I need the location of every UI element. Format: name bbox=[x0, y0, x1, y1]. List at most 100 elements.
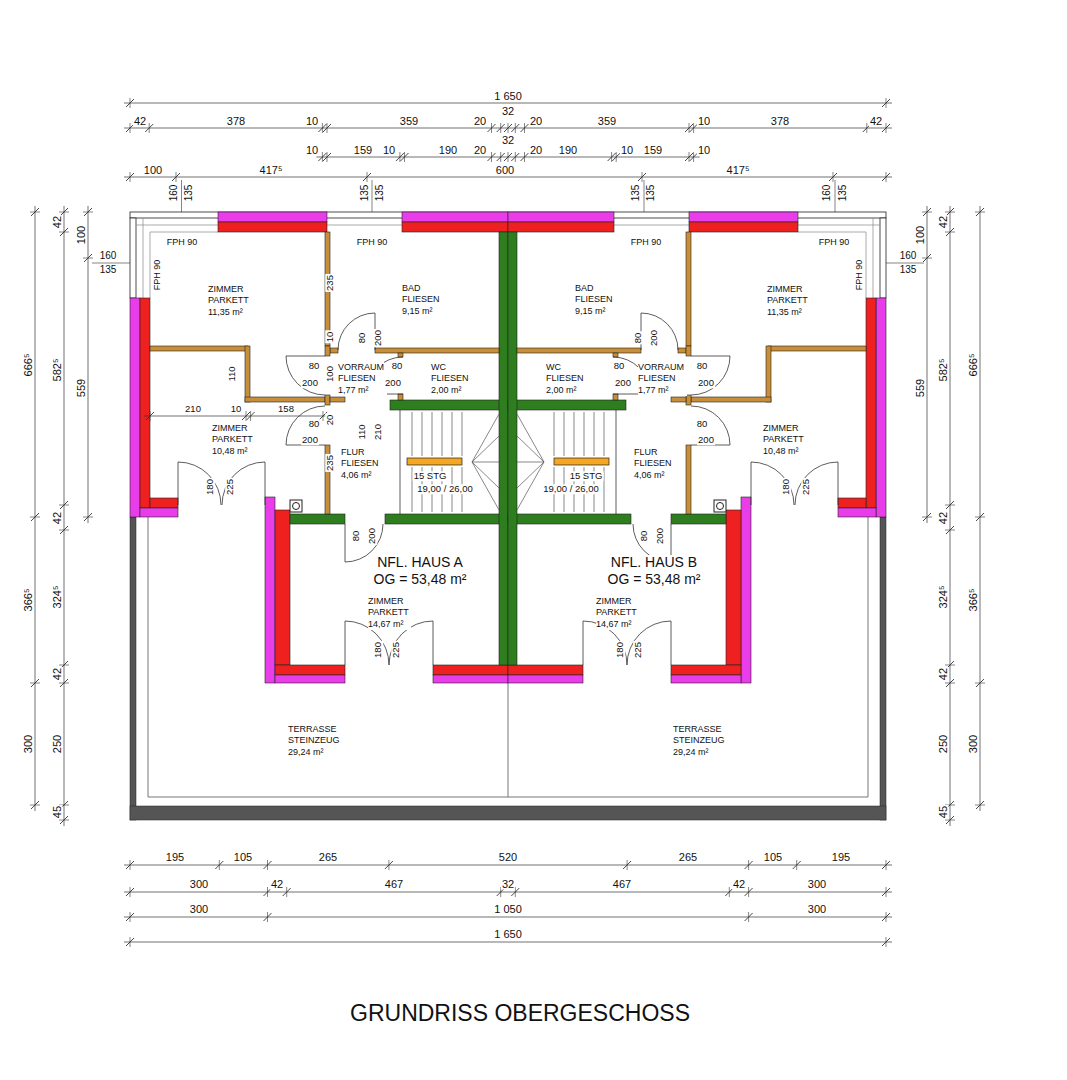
room-name: TERRASSE STEINZEUG bbox=[673, 724, 725, 747]
dimension-extension bbox=[149, 123, 150, 133]
dimension-extension bbox=[219, 860, 220, 870]
dimension-tick bbox=[946, 526, 954, 534]
dimension-line bbox=[124, 942, 892, 943]
terrace-edge bbox=[130, 806, 886, 820]
dimension-extension bbox=[886, 98, 887, 108]
dimension-extension bbox=[130, 887, 131, 897]
dimension-label: 200 bbox=[301, 378, 319, 388]
dimension-tick bbox=[84, 254, 92, 262]
room-name: WC FLIESEN bbox=[546, 362, 584, 385]
dimension-label: 45 bbox=[938, 805, 949, 819]
room-area: ZIMMER PARKETT10,48 m² bbox=[762, 422, 807, 460]
load-bearing-wall bbox=[290, 514, 345, 524]
dimension-label: 20 bbox=[325, 414, 335, 427]
dimension-extension bbox=[693, 152, 694, 162]
dimension-tick bbox=[521, 124, 529, 132]
dimension-label: 42 bbox=[52, 667, 63, 681]
partition-wall bbox=[245, 346, 250, 402]
dimension-tick bbox=[318, 153, 326, 161]
dimension-label: 80 bbox=[633, 332, 643, 345]
room-area: VORRAUM FLIESEN1,77 m² bbox=[637, 361, 688, 399]
dimension-line bbox=[980, 206, 981, 811]
stair-tread bbox=[442, 412, 443, 456]
dimension-extension bbox=[833, 172, 834, 182]
room-size: 29,24 m² bbox=[288, 747, 342, 758]
dimension-label: 135 bbox=[360, 184, 370, 203]
dimension-extension bbox=[130, 860, 131, 870]
dimension-tick bbox=[31, 801, 39, 809]
dimension-label: 180 bbox=[205, 478, 215, 496]
dimension-tick bbox=[126, 173, 134, 181]
dimension-extension bbox=[327, 152, 328, 162]
dimension-label: 200 bbox=[614, 378, 632, 388]
dimension-tick bbox=[318, 124, 326, 132]
dimension-label: 20 bbox=[473, 116, 487, 127]
room-size: 1,77 m² bbox=[638, 385, 687, 396]
dimension-extension bbox=[689, 123, 690, 133]
dimension-line bbox=[35, 206, 36, 811]
dimension-tick bbox=[126, 913, 134, 921]
dimension-extension bbox=[372, 180, 373, 212]
room-name: FLUR FLIESEN bbox=[634, 447, 672, 470]
dimension-extension bbox=[59, 212, 69, 213]
dimension-label: 235 bbox=[325, 274, 335, 292]
dimension-tick bbox=[976, 801, 984, 809]
room-area: FLUR FLIESEN4,06 m² bbox=[340, 446, 382, 484]
stair-tread bbox=[452, 412, 453, 456]
dimension-label: 378 bbox=[226, 116, 246, 127]
dimension-label: 250 bbox=[938, 734, 949, 754]
dimension-extension bbox=[616, 152, 617, 162]
dimension-label: 42 bbox=[869, 116, 883, 127]
dimension-label: 520 bbox=[498, 852, 518, 863]
net-floor-area: NFL. HAUS A bbox=[376, 555, 464, 569]
dimension-extension bbox=[59, 820, 69, 821]
dimension-label: 559 bbox=[915, 378, 926, 398]
dimension-extension bbox=[748, 912, 749, 922]
dimension-label: 359 bbox=[399, 116, 419, 127]
stair-tread bbox=[422, 412, 423, 456]
dimension-extension bbox=[130, 912, 131, 922]
room-size: 9,15 m² bbox=[402, 306, 442, 317]
dimension-label: 160 bbox=[169, 184, 179, 203]
dimension-extension bbox=[59, 232, 69, 233]
dimension-extension bbox=[30, 212, 40, 213]
dimension-tick bbox=[882, 888, 890, 896]
dimension-extension bbox=[130, 172, 131, 182]
exterior-wall bbox=[150, 498, 178, 508]
dimension-label: 42 bbox=[732, 879, 746, 890]
dimension-extension bbox=[886, 263, 924, 264]
dimension-extension bbox=[322, 152, 323, 162]
room-area: TERRASSE STEINZEUG29,24 m² bbox=[672, 723, 728, 761]
dimension-label: 135 bbox=[99, 265, 118, 275]
dimension-extension bbox=[500, 152, 501, 162]
dimension-extension bbox=[30, 805, 40, 806]
dimension-extension bbox=[975, 212, 985, 213]
dimension-label: 200 bbox=[367, 527, 377, 545]
dimension-extension bbox=[945, 212, 955, 213]
dimension-extension bbox=[642, 172, 643, 182]
dimension-extension bbox=[59, 665, 69, 666]
outer-wall-line bbox=[880, 218, 886, 298]
dimension-line bbox=[124, 892, 892, 893]
outer-wall-line bbox=[130, 218, 136, 298]
dimension-label: 180 bbox=[373, 641, 383, 659]
dimension-extension bbox=[945, 820, 955, 821]
dimension-extension bbox=[611, 152, 612, 162]
dimension-extension bbox=[30, 517, 40, 518]
stair-tread bbox=[472, 462, 499, 488]
dimension-extension bbox=[399, 152, 400, 162]
dimension-tick bbox=[84, 208, 92, 216]
partition-wall bbox=[325, 395, 330, 405]
dimension-label: 600 bbox=[495, 165, 515, 176]
window-glass bbox=[150, 232, 218, 233]
dimension-label: 19,00 / 26,00 bbox=[542, 484, 599, 494]
room-size: 4,06 m² bbox=[634, 470, 674, 481]
dimension-tick bbox=[923, 513, 931, 521]
dimension-label: 265 bbox=[678, 852, 698, 863]
dimension-tick bbox=[242, 412, 250, 420]
room-size: 14,67 m² bbox=[596, 619, 639, 630]
dimension-tick bbox=[84, 513, 92, 521]
partition-wall bbox=[245, 397, 325, 402]
exterior-wall bbox=[218, 222, 327, 232]
room-area: BAD FLIESEN9,15 m² bbox=[574, 282, 616, 320]
